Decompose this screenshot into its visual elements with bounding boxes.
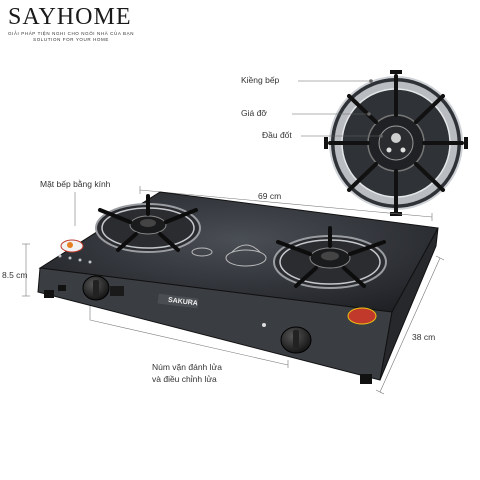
- gas-stove: [37, 191, 439, 384]
- pan-support-arms: [328, 74, 464, 214]
- detail-callout-lines: [292, 79, 383, 138]
- label-knob-line1: Núm vặn đánh lửa: [152, 362, 222, 372]
- badge-right: [347, 307, 377, 325]
- brand-logo: SAYHOME GIẢI PHÁP TIỆN NGHI CHO NGÔI NHÀ…: [8, 4, 134, 42]
- dimension-lines: [22, 186, 445, 395]
- burner-detail: [324, 70, 468, 216]
- control-buttons: [58, 254, 92, 264]
- label-knob-line2: và điều chỉnh lửa: [152, 374, 217, 384]
- logo-plate: [157, 293, 199, 309]
- burner-right: [273, 226, 387, 289]
- ignition-switch-left: [110, 286, 124, 296]
- label-bracket: Giá đỡ: [241, 108, 267, 118]
- label-glass-top: Mặt bếp bằng kính: [40, 179, 111, 189]
- foot: [44, 290, 54, 298]
- knob-right: [280, 326, 312, 354]
- knob-left: [82, 275, 110, 301]
- brand-tagline-vi: GIẢI PHÁP TIỆN NGHI CHO NGÔI NHÀ CỦA BẠN: [8, 31, 135, 36]
- dimension-height: 8.5 cm: [2, 270, 28, 280]
- brand-tagline-en: SOLUTION FOR YOUR HOME: [33, 37, 109, 42]
- brand-name: SAYHOME: [8, 4, 132, 30]
- label-burner-head: Đầu đốt: [262, 130, 292, 140]
- product-logo-text: SAKURA: [168, 297, 199, 308]
- foot: [360, 374, 372, 384]
- dimension-depth: 38 cm: [412, 332, 436, 342]
- label-pan-support: Kiềng bếp: [241, 75, 280, 85]
- burner-left: [95, 194, 201, 253]
- dimension-length: 69 cm: [258, 191, 282, 201]
- cup-decoration: [191, 244, 267, 267]
